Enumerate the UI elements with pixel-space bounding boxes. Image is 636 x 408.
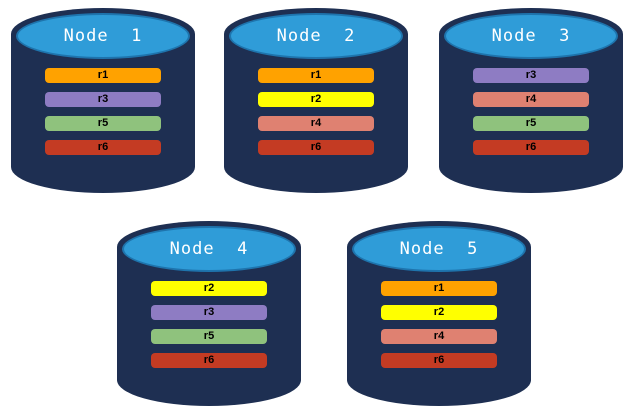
node-label: Node 3	[491, 26, 571, 46]
node-label: Node 4	[169, 239, 249, 259]
replica-bar: r4	[381, 329, 497, 344]
cylinder-top-ellipse: Node 5	[352, 226, 526, 272]
replica-bar: r4	[473, 92, 589, 107]
cylinder-top-ellipse: Node 1	[16, 13, 190, 59]
replica-bar: r2	[381, 305, 497, 320]
cylinder-top-ellipse: Node 2	[229, 13, 403, 59]
replica-bar: r1	[258, 68, 374, 83]
replica-bar: r3	[45, 92, 161, 107]
replica-bar: r6	[151, 353, 267, 368]
cylinder-top-ellipse: Node 4	[122, 226, 296, 272]
replica-bar: r5	[45, 116, 161, 131]
replica-bar: r2	[151, 281, 267, 296]
database-node: Node 4 r2 r3 r5 r6	[117, 221, 301, 406]
cylinder-top-ellipse: Node 3	[444, 13, 618, 59]
database-node: Node 3 r3 r4 r5 r6	[439, 8, 623, 193]
replica-bar: r1	[381, 281, 497, 296]
replica-bar: r4	[258, 116, 374, 131]
database-node: Node 5 r1 r2 r4 r6	[347, 221, 531, 406]
replica-bar: r6	[258, 140, 374, 155]
replica-list: r1 r3 r5 r6	[11, 68, 195, 164]
replica-bar: r6	[45, 140, 161, 155]
replica-bar: r2	[258, 92, 374, 107]
replica-list: r3 r4 r5 r6	[439, 68, 623, 164]
replica-bar: r1	[45, 68, 161, 83]
node-label: Node 2	[276, 26, 356, 46]
node-label: Node 5	[399, 239, 479, 259]
replica-list: r1 r2 r4 r6	[347, 281, 531, 377]
database-node: Node 2 r1 r2 r4 r6	[224, 8, 408, 193]
replica-bar: r5	[151, 329, 267, 344]
replica-list: r2 r3 r5 r6	[117, 281, 301, 377]
replica-list: r1 r2 r4 r6	[224, 68, 408, 164]
node-label: Node 1	[63, 26, 143, 46]
replica-bar: r3	[473, 68, 589, 83]
database-node: Node 1 r1 r3 r5 r6	[11, 8, 195, 193]
replica-bar: r6	[473, 140, 589, 155]
replica-bar: r6	[381, 353, 497, 368]
replica-bar: r3	[151, 305, 267, 320]
replica-bar: r5	[473, 116, 589, 131]
